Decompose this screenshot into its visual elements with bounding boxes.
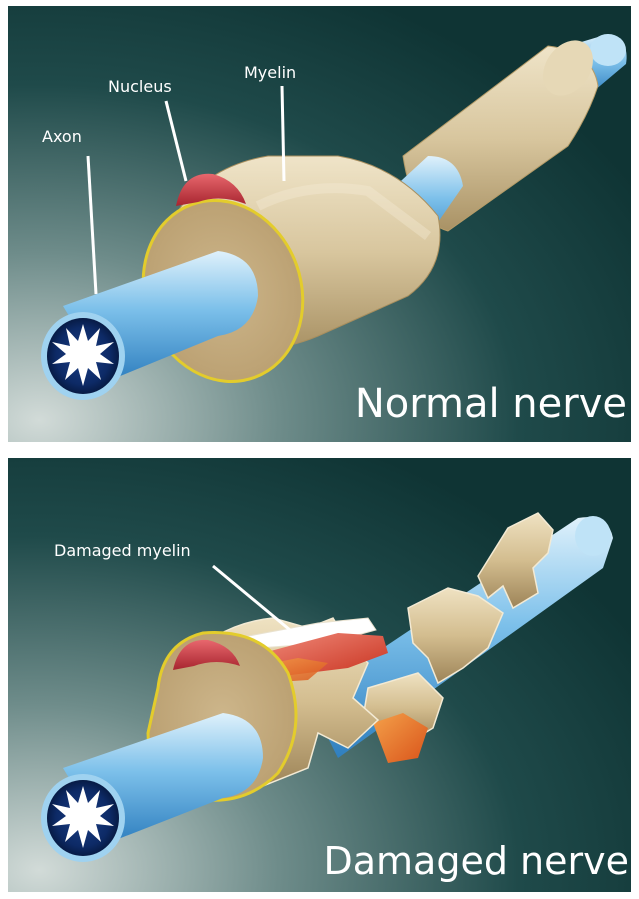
damaged-nerve-caption: Damaged nerve xyxy=(323,842,629,880)
normal-nerve-caption: Normal nerve xyxy=(355,384,627,424)
damaged-myelin-label: Damaged myelin xyxy=(54,542,191,560)
nucleus-label: Nucleus xyxy=(108,78,172,96)
normal-nerve-illustration xyxy=(8,6,631,442)
myelin-leader-line xyxy=(282,86,284,181)
damaged-nerve-panel: Damaged myelin Damaged nerve xyxy=(8,458,631,892)
axon-label: Axon xyxy=(42,128,82,146)
myelin-label: Myelin xyxy=(244,64,296,82)
normal-nerve-panel: Axon Nucleus Myelin Normal nerve xyxy=(8,6,631,442)
damaged-nerve-illustration xyxy=(8,458,631,892)
